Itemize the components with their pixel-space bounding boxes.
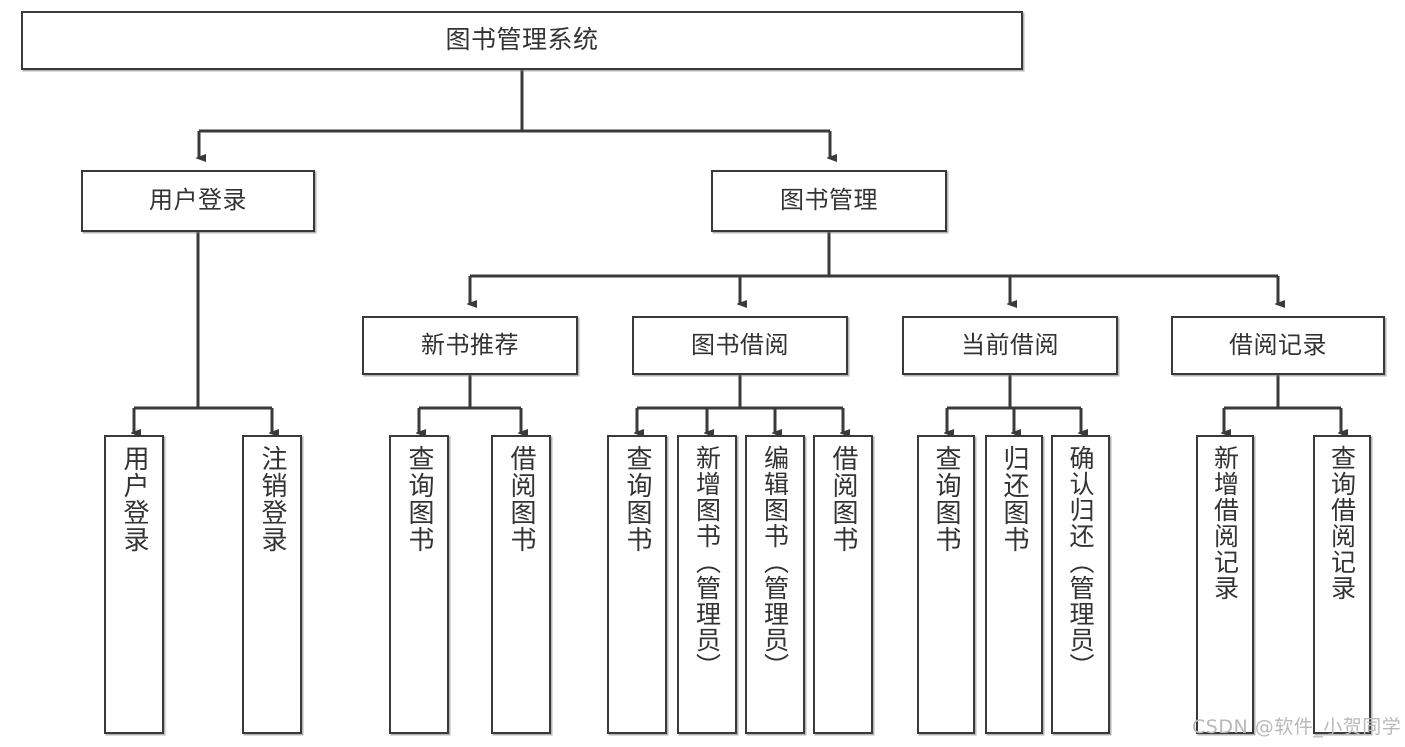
leaf-borrow-record-add-record[interactable]: 新增借阅记录 bbox=[1196, 435, 1254, 734]
node-label: 编辑图书（管理员） bbox=[760, 445, 790, 679]
node-label: 注销登录 bbox=[257, 445, 287, 553]
node-borrow-record[interactable]: 借阅记录 bbox=[1171, 316, 1385, 375]
node-new-book-recommend[interactable]: 新书推荐 bbox=[362, 316, 578, 375]
leaf-user-login-login[interactable]: 用户登录 bbox=[104, 435, 164, 734]
node-label: 确认归还（管理员） bbox=[1066, 445, 1095, 679]
leaf-book-borrow-add-book-admin[interactable]: 新增图书（管理员） bbox=[677, 435, 737, 734]
node-label: 当前借阅 bbox=[961, 330, 1059, 359]
leaf-current-borrow-return-book[interactable]: 归还图书 bbox=[985, 435, 1043, 734]
node-label: 新增图书（管理员） bbox=[692, 445, 722, 679]
node-book-management[interactable]: 图书管理 bbox=[711, 170, 947, 232]
node-user-login[interactable]: 用户登录 bbox=[81, 170, 315, 232]
node-label: 归还图书 bbox=[999, 445, 1029, 553]
leaf-current-borrow-query-book[interactable]: 查询图书 bbox=[917, 435, 975, 734]
leaf-borrow-record-query-record[interactable]: 查询借阅记录 bbox=[1313, 435, 1371, 734]
node-label: 图书管理系统 bbox=[445, 25, 599, 55]
csdn-watermark: CSDN @软件_小贺同学 bbox=[1192, 716, 1402, 738]
node-label: 查询图书 bbox=[931, 445, 961, 553]
node-label: 查询借阅记录 bbox=[1327, 445, 1357, 601]
node-label: 借阅记录 bbox=[1229, 330, 1327, 359]
node-label: 借阅图书 bbox=[828, 445, 858, 553]
node-label: 新增借阅记录 bbox=[1210, 445, 1240, 601]
node-label: 图书借阅 bbox=[691, 330, 789, 359]
leaf-book-borrow-borrow-book[interactable]: 借阅图书 bbox=[813, 435, 873, 734]
leaf-new-book-query-book[interactable]: 查询图书 bbox=[389, 435, 449, 734]
leaf-user-login-logout[interactable]: 注销登录 bbox=[242, 435, 302, 734]
node-label: 用户登录 bbox=[119, 445, 149, 553]
node-book-borrow[interactable]: 图书借阅 bbox=[632, 316, 848, 375]
leaf-new-book-borrow-book[interactable]: 借阅图书 bbox=[491, 435, 551, 734]
node-current-borrow[interactable]: 当前借阅 bbox=[902, 316, 1118, 375]
node-label: 查询图书 bbox=[404, 445, 434, 553]
leaf-book-borrow-query-book[interactable]: 查询图书 bbox=[607, 435, 667, 734]
node-label: 查询图书 bbox=[622, 445, 652, 553]
leaf-book-borrow-edit-book-admin[interactable]: 编辑图书（管理员） bbox=[745, 435, 805, 734]
node-label: 新书推荐 bbox=[421, 330, 519, 359]
node-label: 用户登录 bbox=[149, 186, 247, 215]
node-label: 图书管理 bbox=[780, 186, 878, 215]
leaf-current-borrow-confirm-return-admin[interactable]: 确认归还（管理员） bbox=[1051, 435, 1110, 734]
node-label: 借阅图书 bbox=[506, 445, 536, 553]
node-root-book-management-system[interactable]: 图书管理系统 bbox=[21, 11, 1023, 70]
